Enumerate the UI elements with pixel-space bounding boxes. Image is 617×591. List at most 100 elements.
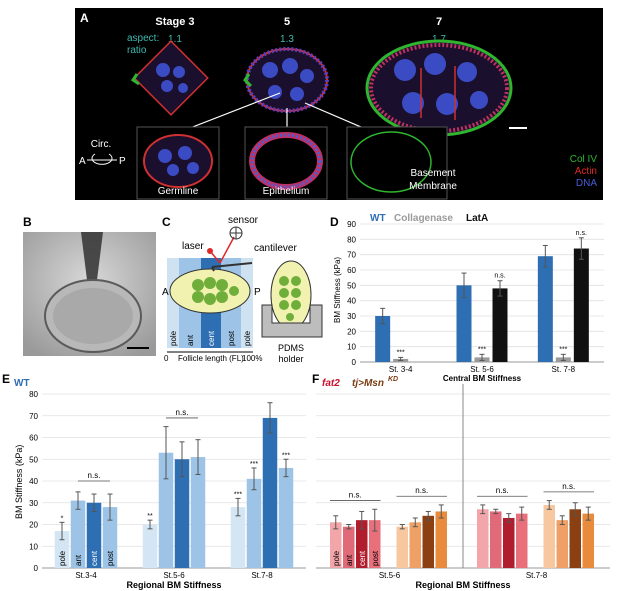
d-ytick-label: 90 bbox=[347, 220, 356, 229]
d-legend-lata: LatA bbox=[466, 213, 488, 224]
f-bar-tjMsn-St.5-6-ant bbox=[409, 522, 421, 568]
e-ylabel: BM Stiffness (kPa) bbox=[14, 445, 24, 519]
f-bar-fat2-St.5-6-post bbox=[369, 520, 381, 568]
e-significance: *** bbox=[234, 491, 242, 498]
e-significance: *** bbox=[282, 452, 290, 459]
panel-c-a: A bbox=[162, 287, 169, 298]
d-bar-lata-2 bbox=[573, 248, 589, 362]
f-xtick-label: St.7-8 bbox=[526, 571, 548, 580]
e-ns-label: n.s. bbox=[88, 471, 101, 480]
aspect-label-2: ratio bbox=[127, 45, 147, 56]
e-ytick-label: 10 bbox=[29, 542, 38, 551]
f-bar-tjMsn-St.5-6-cent bbox=[422, 515, 434, 568]
legend-col-iv: Col IV bbox=[570, 154, 598, 165]
e-ytick-label: 70 bbox=[29, 412, 38, 421]
d-ytick-label: 40 bbox=[347, 297, 356, 306]
panel-a: A Stage 3 5 7 aspect: ratio 1.1 1.3 1.7 bbox=[75, 8, 603, 200]
legend-dna: DNA bbox=[576, 178, 597, 189]
axis-p-label: P bbox=[119, 156, 126, 167]
e-ytick-label: 50 bbox=[29, 455, 38, 464]
e-ytick-label: 20 bbox=[29, 521, 38, 530]
f-region-label-cent: cent bbox=[358, 550, 367, 566]
aspect-value-5: 1.3 bbox=[280, 34, 294, 45]
f-xlabel: Regional BM Stiffness bbox=[415, 580, 510, 590]
f-bar-tjMsn-St.5-6-pole bbox=[396, 526, 408, 568]
e-ytick-label: 60 bbox=[29, 434, 38, 443]
d-ylabel: BM Stiffness (kPa) bbox=[333, 257, 342, 323]
stage-title-5: 5 bbox=[284, 16, 290, 28]
region-label-cent: cent bbox=[207, 330, 216, 346]
f-bar-fat2-St.7-8-post bbox=[516, 513, 528, 568]
d-annotation: *** bbox=[478, 346, 486, 353]
e-ytick-label: 80 bbox=[29, 390, 38, 399]
d-ytick-label: 50 bbox=[347, 281, 356, 290]
e-bar-post-0 bbox=[102, 507, 118, 568]
e-bar-cent-1 bbox=[174, 459, 190, 568]
f-bar-tjMsn-St.7-8-pole bbox=[543, 504, 555, 568]
d-annotation: *** bbox=[397, 349, 405, 356]
d-ytick-label: 0 bbox=[352, 358, 357, 367]
e-ns-label: n.s. bbox=[176, 408, 189, 417]
e-bar-pole-1 bbox=[142, 524, 158, 568]
panel-b-image bbox=[23, 232, 156, 356]
e-region-label-ant: ant bbox=[74, 554, 83, 566]
f-bar-fat2-St.7-8-ant bbox=[490, 511, 502, 568]
e-bar-ant-0 bbox=[70, 500, 86, 568]
region-label-pole-2: pole bbox=[243, 330, 252, 346]
panel-c-letter: C bbox=[162, 215, 171, 229]
f-bar-tjMsn-St.7-8-post bbox=[582, 513, 594, 568]
e-ytick-label: 40 bbox=[29, 477, 38, 486]
panel-c-laser: laser bbox=[182, 241, 204, 252]
pdms-label-2: holder bbox=[278, 354, 303, 364]
f-ns-label: n.s. bbox=[349, 491, 362, 500]
f-ns-label: n.s. bbox=[415, 486, 428, 495]
panel-c-schematic: A P sensor laser cantilever pole ant cen… bbox=[162, 215, 323, 364]
inset-epithelium: Epithelium bbox=[244, 126, 328, 200]
e-xtick-label: St.7-8 bbox=[251, 571, 273, 580]
f-xtick-label: St.5-6 bbox=[379, 571, 401, 580]
stage-title-7: 7 bbox=[436, 16, 442, 28]
e-bar-post-1 bbox=[190, 457, 206, 568]
d-xlabel: Central BM Stiffness bbox=[443, 374, 522, 382]
region-label-ant: ant bbox=[186, 334, 195, 346]
f-bar-fat2-St.5-6-pole bbox=[330, 522, 342, 568]
e-bar-cent-2 bbox=[262, 417, 278, 568]
stage-5-egg-chamber bbox=[243, 47, 329, 113]
d-ytick-label: 30 bbox=[347, 312, 356, 321]
panel-a-figure: Stage 3 5 7 aspect: ratio 1.1 1.3 1.7 bbox=[79, 16, 598, 200]
d-ytick-label: 20 bbox=[347, 327, 356, 336]
d-bar-wt-1 bbox=[456, 285, 472, 362]
aspect-value-7: 1.7 bbox=[432, 34, 446, 45]
aspect-label-1: aspect: bbox=[127, 33, 159, 44]
f-bar-fat2-St.7-8-pole bbox=[477, 509, 489, 568]
e-bar-pole-0 bbox=[54, 531, 70, 568]
e-ytick-label: 30 bbox=[29, 499, 38, 508]
fl-label: Follicle length (FL) bbox=[178, 354, 244, 363]
e-ytick-label: 0 bbox=[34, 564, 39, 573]
panel-c-p: P bbox=[254, 287, 261, 298]
inset-bm-label-1: Basement bbox=[410, 168, 455, 179]
f-bar-fat2-St.7-8-cent bbox=[503, 517, 515, 568]
axis-a-label: A bbox=[79, 156, 86, 167]
f-region-label-ant: ant bbox=[345, 554, 354, 566]
fl-100: 100% bbox=[242, 354, 262, 363]
stage-title-3: Stage 3 bbox=[155, 16, 194, 28]
e-xtick-label: St.3-4 bbox=[75, 571, 97, 580]
f-legend-msn-superscript: KD bbox=[388, 376, 398, 383]
inset-epithelium-label: Epithelium bbox=[263, 186, 310, 197]
inset-germline-label: Germline bbox=[158, 186, 199, 197]
pdms-holder: PDMS holder bbox=[261, 260, 323, 364]
d-xtick-label: St. 7-8 bbox=[552, 365, 576, 374]
d-ytick-label: 80 bbox=[347, 235, 356, 244]
f-bar-fat2-St.5-6-cent bbox=[356, 520, 368, 568]
panel-a-letter: A bbox=[80, 11, 89, 25]
legend-actin: Actin bbox=[575, 166, 597, 177]
d-xtick-label: St. 3-4 bbox=[389, 365, 413, 374]
d-bar-wt-2 bbox=[537, 256, 553, 362]
d-legend-wt: WT bbox=[370, 213, 386, 224]
e-legend-wt: WT bbox=[14, 378, 30, 389]
d-xtick-label: St. 5-6 bbox=[470, 365, 494, 374]
panel-e-letter: E bbox=[2, 372, 11, 386]
